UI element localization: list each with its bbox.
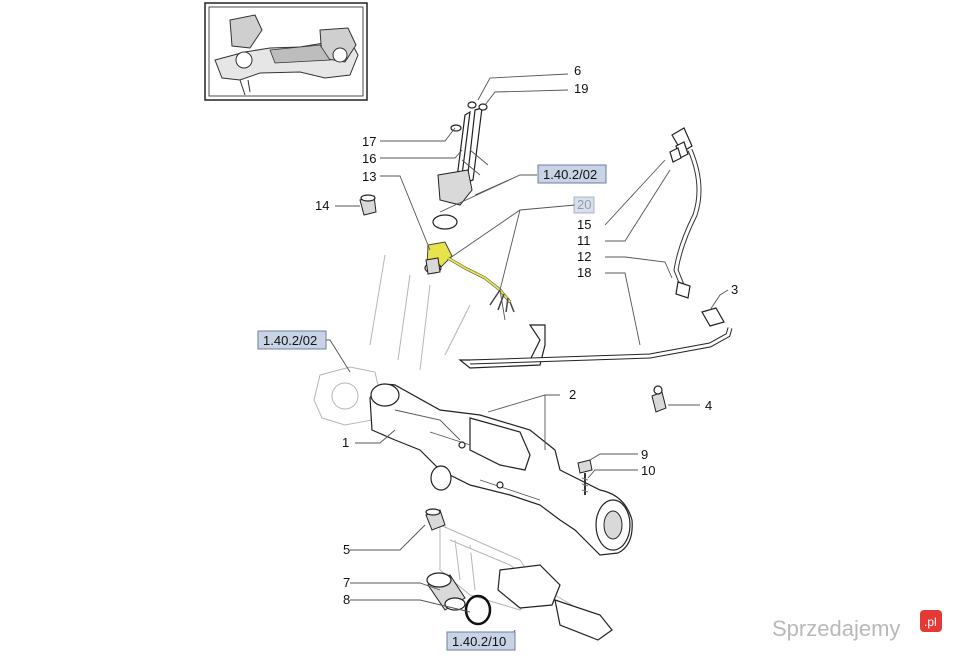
callout-4: 4 <box>705 398 712 413</box>
ref-box-left[interactable]: 1.40.2/02 <box>257 330 327 350</box>
callout-10: 10 <box>641 463 655 478</box>
ref-label-left: 1.40.2/02 <box>263 333 317 348</box>
callout-16: 16 <box>362 151 376 166</box>
callout-6: 6 <box>574 63 581 78</box>
watermark-badge <box>920 610 942 632</box>
callout-12: 12 <box>577 249 591 264</box>
callout-18: 18 <box>577 265 591 280</box>
reference-boxes[interactable]: 1.40.2/02 1.40.2/02 1.40.2/10 <box>257 164 607 651</box>
watermark: Sprzedajemy .pl <box>772 610 942 641</box>
callout-8: 8 <box>343 592 350 607</box>
ref-box-bottom[interactable]: 1.40.2/10 <box>446 631 516 651</box>
ref-box-top[interactable]: 1.40.2/02 <box>537 164 607 184</box>
oring-part-8 <box>464 594 492 626</box>
callout-15: 15 <box>577 217 591 232</box>
hose-part-12 <box>669 127 702 299</box>
shaft-parts <box>432 101 489 230</box>
callout-11: 11 <box>577 233 591 248</box>
sensor-part-20 <box>424 241 515 313</box>
bushing-part-5 <box>425 508 446 531</box>
callout-5: 5 <box>343 542 350 557</box>
watermark-text: Sprzedajemy <box>772 616 900 641</box>
callout-3: 3 <box>731 282 738 297</box>
overview-thumbnail <box>204 2 368 101</box>
callout-13: 13 <box>362 169 376 184</box>
ref-label-top: 1.40.2/02 <box>543 167 597 182</box>
callout-1: 1 <box>342 435 349 450</box>
axle-housing <box>369 383 633 556</box>
callout-2: 2 <box>569 387 576 402</box>
switch-part-4 <box>651 385 667 413</box>
bolt-part-9-10 <box>577 459 593 495</box>
callout-labels: 6 19 17 16 13 14 20 15 11 12 18 3 4 2 1 … <box>315 63 738 607</box>
plug-part-13 <box>425 257 441 275</box>
callout-7: 7 <box>343 575 350 590</box>
ref-label-bottom: 1.40.2/10 <box>452 634 506 649</box>
cap-part-14 <box>359 194 377 216</box>
callout-19: 19 <box>574 81 588 96</box>
callout-14: 14 <box>315 198 329 213</box>
drive-shaft <box>449 539 613 641</box>
callout-9: 9 <box>641 447 648 462</box>
pipe-part-18 <box>458 307 733 369</box>
callout-17: 17 <box>362 134 376 149</box>
watermark-suffix: .pl <box>924 615 937 629</box>
